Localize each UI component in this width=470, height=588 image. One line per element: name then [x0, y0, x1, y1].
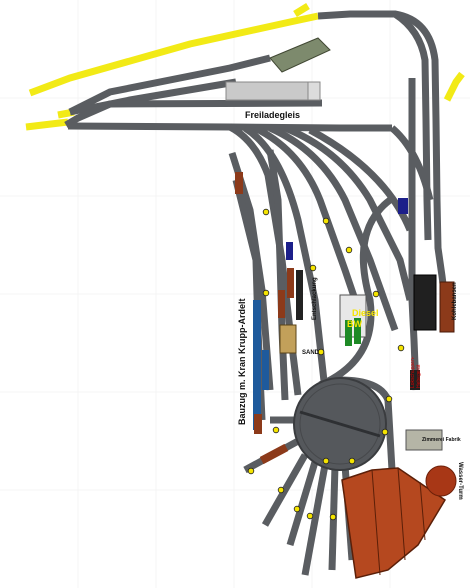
- turntable-icon: [293, 377, 387, 471]
- signal-dot-icon: [309, 264, 317, 272]
- signal-dots: [247, 208, 405, 521]
- wasserturm-label: Wasser-Turm: [457, 462, 463, 500]
- red-note-2: Hebegerät: [416, 364, 422, 388]
- signal-dot-icon: [385, 395, 393, 403]
- entschlackung-label: Entschlackung: [312, 277, 318, 320]
- bauzug-label: Bauzug m. Kran Krupp-Ardelt: [237, 298, 247, 425]
- bw-label: BW: [347, 319, 362, 329]
- signal-dot-icon: [397, 344, 405, 352]
- signal-dot-icon: [277, 486, 285, 494]
- buildings: [225, 37, 455, 451]
- rolling-stock: [235, 172, 420, 465]
- water-tower-icon: [425, 465, 457, 497]
- signal-dot-icon: [381, 428, 389, 436]
- signal-dot-icon: [322, 457, 330, 465]
- signal-dot-icon: [262, 208, 270, 216]
- diesel-label: Diesel: [352, 308, 379, 318]
- red-note-1: Lokschuppen-: [410, 356, 416, 388]
- main-tracks: [64, 10, 449, 391]
- signal-dot-icon: [345, 246, 353, 254]
- signal-dot-icon: [372, 290, 380, 298]
- signal-dot-icon: [317, 348, 325, 356]
- signal-dot-icon: [272, 426, 280, 434]
- signal-dot-icon: [322, 217, 330, 225]
- zimmerei-label: Zimmerei Fabrik: [422, 437, 461, 443]
- sand-label: SAND: [302, 350, 320, 356]
- signal-dot-icon: [247, 467, 255, 475]
- signal-dot-icon: [329, 513, 337, 521]
- yard-fan-tracks: [228, 123, 414, 421]
- signal-dot-icon: [306, 512, 314, 520]
- freiladegleis-label: Freiladegleis: [245, 110, 300, 120]
- signal-dot-icon: [293, 505, 301, 513]
- roundhouse: [341, 467, 447, 579]
- kohlenbansen-label: Kohlebansen: [452, 282, 458, 320]
- signal-dot-icon: [262, 289, 270, 297]
- signal-dot-icon: [348, 457, 356, 465]
